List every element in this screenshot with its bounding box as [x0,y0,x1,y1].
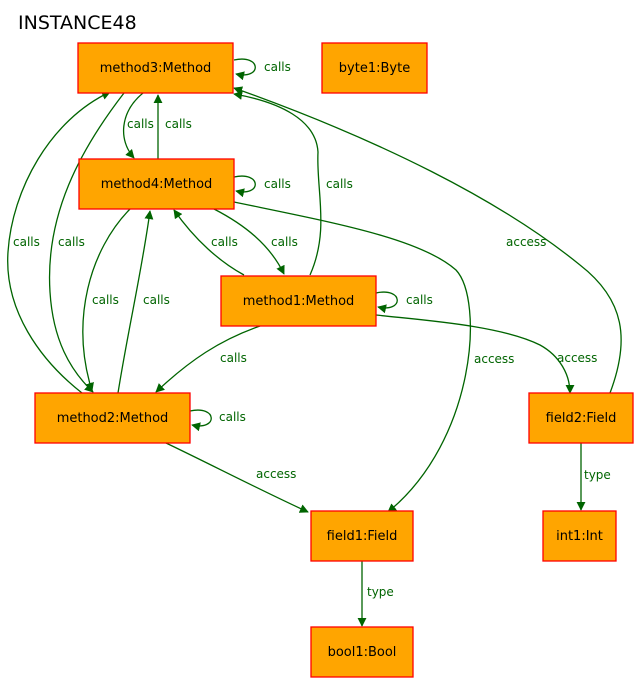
node-label: method3:Method [100,61,212,76]
node-bool1[interactable]: bool1:Bool [310,626,414,678]
edge-label: access [557,351,597,365]
edge-label: calls [264,177,291,191]
node-label: bool1:Bool [328,645,397,660]
edge-label: calls [143,293,170,307]
edge-label: calls [406,293,433,307]
node-field1[interactable]: field1:Field [310,510,414,562]
node-method1[interactable]: method1:Method [220,275,377,327]
edge-label: type [584,468,611,482]
edge-label: calls [211,235,238,249]
node-byte1[interactable]: byte1:Byte [321,42,428,94]
edge-method2-method3: calls [7,91,111,394]
node-label: method4:Method [101,177,213,192]
edge-label: calls [271,235,298,249]
edge-label: type [367,585,394,599]
node-label: int1:Int [556,529,603,544]
node-method2[interactable]: method2:Method [34,392,191,444]
edge-method1-method2: calls [155,325,261,393]
edge-label: calls [13,235,40,249]
edge-method1-method4: calls [173,209,245,276]
edge-method3-method4: calls [122,92,154,159]
edge-label: calls [58,235,85,249]
node-method4[interactable]: method4:Method [78,158,235,210]
edge-label: calls [264,60,291,74]
edge-label: calls [326,177,353,191]
edge-method1-field2: access [375,314,597,394]
edge-method1-method3: calls [233,90,353,276]
edge-label: calls [92,293,119,307]
node-label: method2:Method [57,411,169,426]
node-label: field1:Field [327,529,398,544]
edge-method1-self: calls [375,291,433,314]
edge-label: calls [165,117,192,131]
edge-method4-method2: calls [82,208,131,392]
edge-label: calls [219,410,246,424]
edge-method4-method3: calls [153,94,192,160]
node-label: method1:Method [243,294,355,309]
edge-method2-method4: calls [117,210,170,394]
edge-label: calls [127,117,154,131]
node-label: byte1:Byte [339,61,410,76]
edge-method2-field1: access [165,442,309,513]
edge-label: access [256,467,296,481]
diagram-title: INSTANCE48 [18,12,137,34]
edge-label: access [506,235,546,249]
edge-method3-self: calls [233,58,291,81]
node-label: field2:Field [546,411,617,426]
edge-field2-method3: access [233,86,622,394]
node-field2[interactable]: field2:Field [528,392,634,444]
edge-method4-method1: calls [213,208,298,275]
edge-method2-self: calls [189,409,246,432]
node-method3[interactable]: method3:Method [77,42,234,94]
node-int1[interactable]: int1:Int [542,510,617,562]
edge-label: calls [220,351,247,365]
edge-method3-method2: calls [48,92,125,393]
edge-method4-field1: access [233,201,514,513]
edge-field2-int1: type [576,443,611,511]
edge-label: access [474,352,514,366]
edge-field1-bool1: type [357,561,394,627]
edge-method4-self: calls [233,175,291,198]
